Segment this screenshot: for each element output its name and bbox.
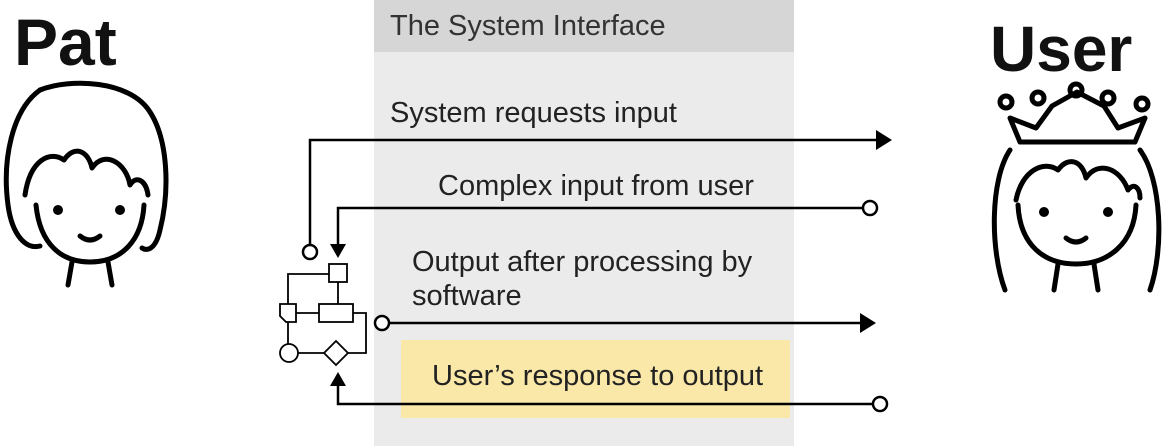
software-flowchart-icon [279, 263, 367, 367]
actor-name-user: User [990, 13, 1133, 85]
arrow-complex-input-from-user [330, 199, 879, 258]
system-interface-header [374, 0, 794, 52]
message-output-after-processing: Output after processing by software [412, 246, 753, 312]
panel-title: The System Interface [390, 10, 666, 42]
pat-figure [3, 80, 169, 288]
arrow-user-response [330, 372, 889, 413]
message-complex-input: Complex input from user [438, 170, 754, 202]
arrow-system-requests-input [301, 130, 892, 261]
message-system-requests-input: System requests input [390, 97, 677, 129]
actor-name-pat: Pat [14, 5, 117, 79]
message-user-response: User’s response to output [432, 360, 764, 392]
user-figure [991, 81, 1162, 293]
arrow-output-after-processing [373, 313, 876, 333]
